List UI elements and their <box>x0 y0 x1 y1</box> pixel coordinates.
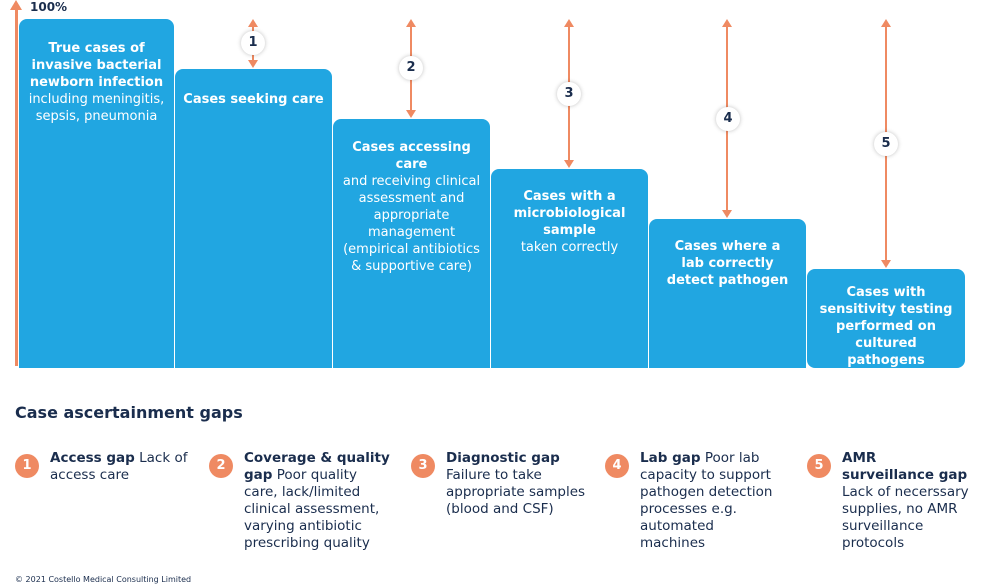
bar-lab-detect: Cases where a lab correctly detect patho… <box>649 219 806 368</box>
bar-micro-sample: Cases with a microbiological sample take… <box>491 169 648 368</box>
bar-true-cases: True cases of invasive bacterial newborn… <box>19 19 174 368</box>
gap-item-text: Coverage & quality gap Poor quality care… <box>244 450 394 552</box>
axis-line <box>15 8 18 366</box>
axis-arrow-head <box>10 0 22 10</box>
gap-item-number: 1 <box>15 454 39 478</box>
bar-sensitivity-testing-title: Cases with sensitivity testing performed… <box>819 285 953 368</box>
bar-true-cases-title: True cases of invasive bacterial newborn… <box>29 41 164 90</box>
bar-seeking-care: Cases seeking care <box>175 69 332 368</box>
gap-2-marker: 2 <box>399 56 423 80</box>
gap-item-text: Lab gap Poor lab capacity to support pat… <box>640 450 780 552</box>
gap-item-desc: Lack of access care <box>50 450 188 483</box>
section-title: Case ascertainment gaps <box>15 403 243 422</box>
gap-item-title: Lab gap <box>640 450 701 466</box>
gap-5-arrow-down <box>881 260 891 268</box>
gap-item-desc: Poor quality care, lack/limited clinical… <box>244 467 380 551</box>
bar-seeking-care-title: Cases seeking care <box>183 92 324 107</box>
bar-accessing-care-title: Cases accessing care <box>352 140 471 172</box>
gap-item-number: 5 <box>807 454 831 478</box>
gap-4-marker: 4 <box>716 107 740 131</box>
gap-item-title: Access gap <box>50 450 135 466</box>
gap-item-text: AMR surveillance gap Lack of necerssary … <box>842 450 972 552</box>
bar-micro-sample-desc: taken correctly <box>520 240 619 255</box>
gap-4-arrow-up <box>722 19 732 27</box>
gap-1-marker: 1 <box>241 31 265 55</box>
gap-5-marker: 5 <box>874 132 898 156</box>
gap-item-title: Coverage & quality gap <box>244 450 390 483</box>
gap-3-arrow-up <box>564 19 574 27</box>
gap-2-arrow-down <box>406 110 416 118</box>
gap-item-number: 4 <box>605 454 629 478</box>
axis-label-100: 100% <box>30 0 68 14</box>
bar-lab-detect-title: Cases where a lab correctly detect patho… <box>666 239 789 288</box>
gap-item-number: 3 <box>411 454 435 478</box>
gap-item-text: Access gap Lack of access care <box>50 450 190 484</box>
gap-1-arrow-down <box>248 60 258 68</box>
bar-accessing-care: Cases accessing care and receiving clini… <box>333 119 490 368</box>
gap-item-number: 2 <box>209 454 233 478</box>
gap-item-desc: Lack of necerssary supplies, no AMR surv… <box>842 484 969 551</box>
bar-true-cases-desc: including meningitis, sepsis, pneumonia <box>28 92 165 124</box>
bar-accessing-care-desc: and receiving clinical assessment and ap… <box>342 174 481 274</box>
gap-2-arrow-up <box>406 19 416 27</box>
gap-item-title: AMR surveillance gap <box>842 450 968 483</box>
gap-item-desc: Failure to take appropriate samples (blo… <box>446 467 586 517</box>
gap-3-marker: 3 <box>557 82 581 106</box>
gap-5-arrow-up <box>881 19 891 27</box>
gap-item-text: Diagnostic gap Failure to take appropria… <box>446 450 586 518</box>
gap-item-title: Diagnostic gap <box>446 450 560 466</box>
gap-item-desc: Poor lab capacity to support pathogen de… <box>640 450 773 551</box>
gap-3-arrow-down <box>564 160 574 168</box>
bar-micro-sample-title: Cases with a microbiological sample <box>513 189 626 238</box>
gap-1-arrow-up <box>248 19 258 27</box>
gap-4-arrow-down <box>722 210 732 218</box>
copyright-notice: © 2021 Costello Medical Consulting Limit… <box>15 575 192 584</box>
bar-sensitivity-testing: Cases with sensitivity testing performed… <box>807 269 965 368</box>
